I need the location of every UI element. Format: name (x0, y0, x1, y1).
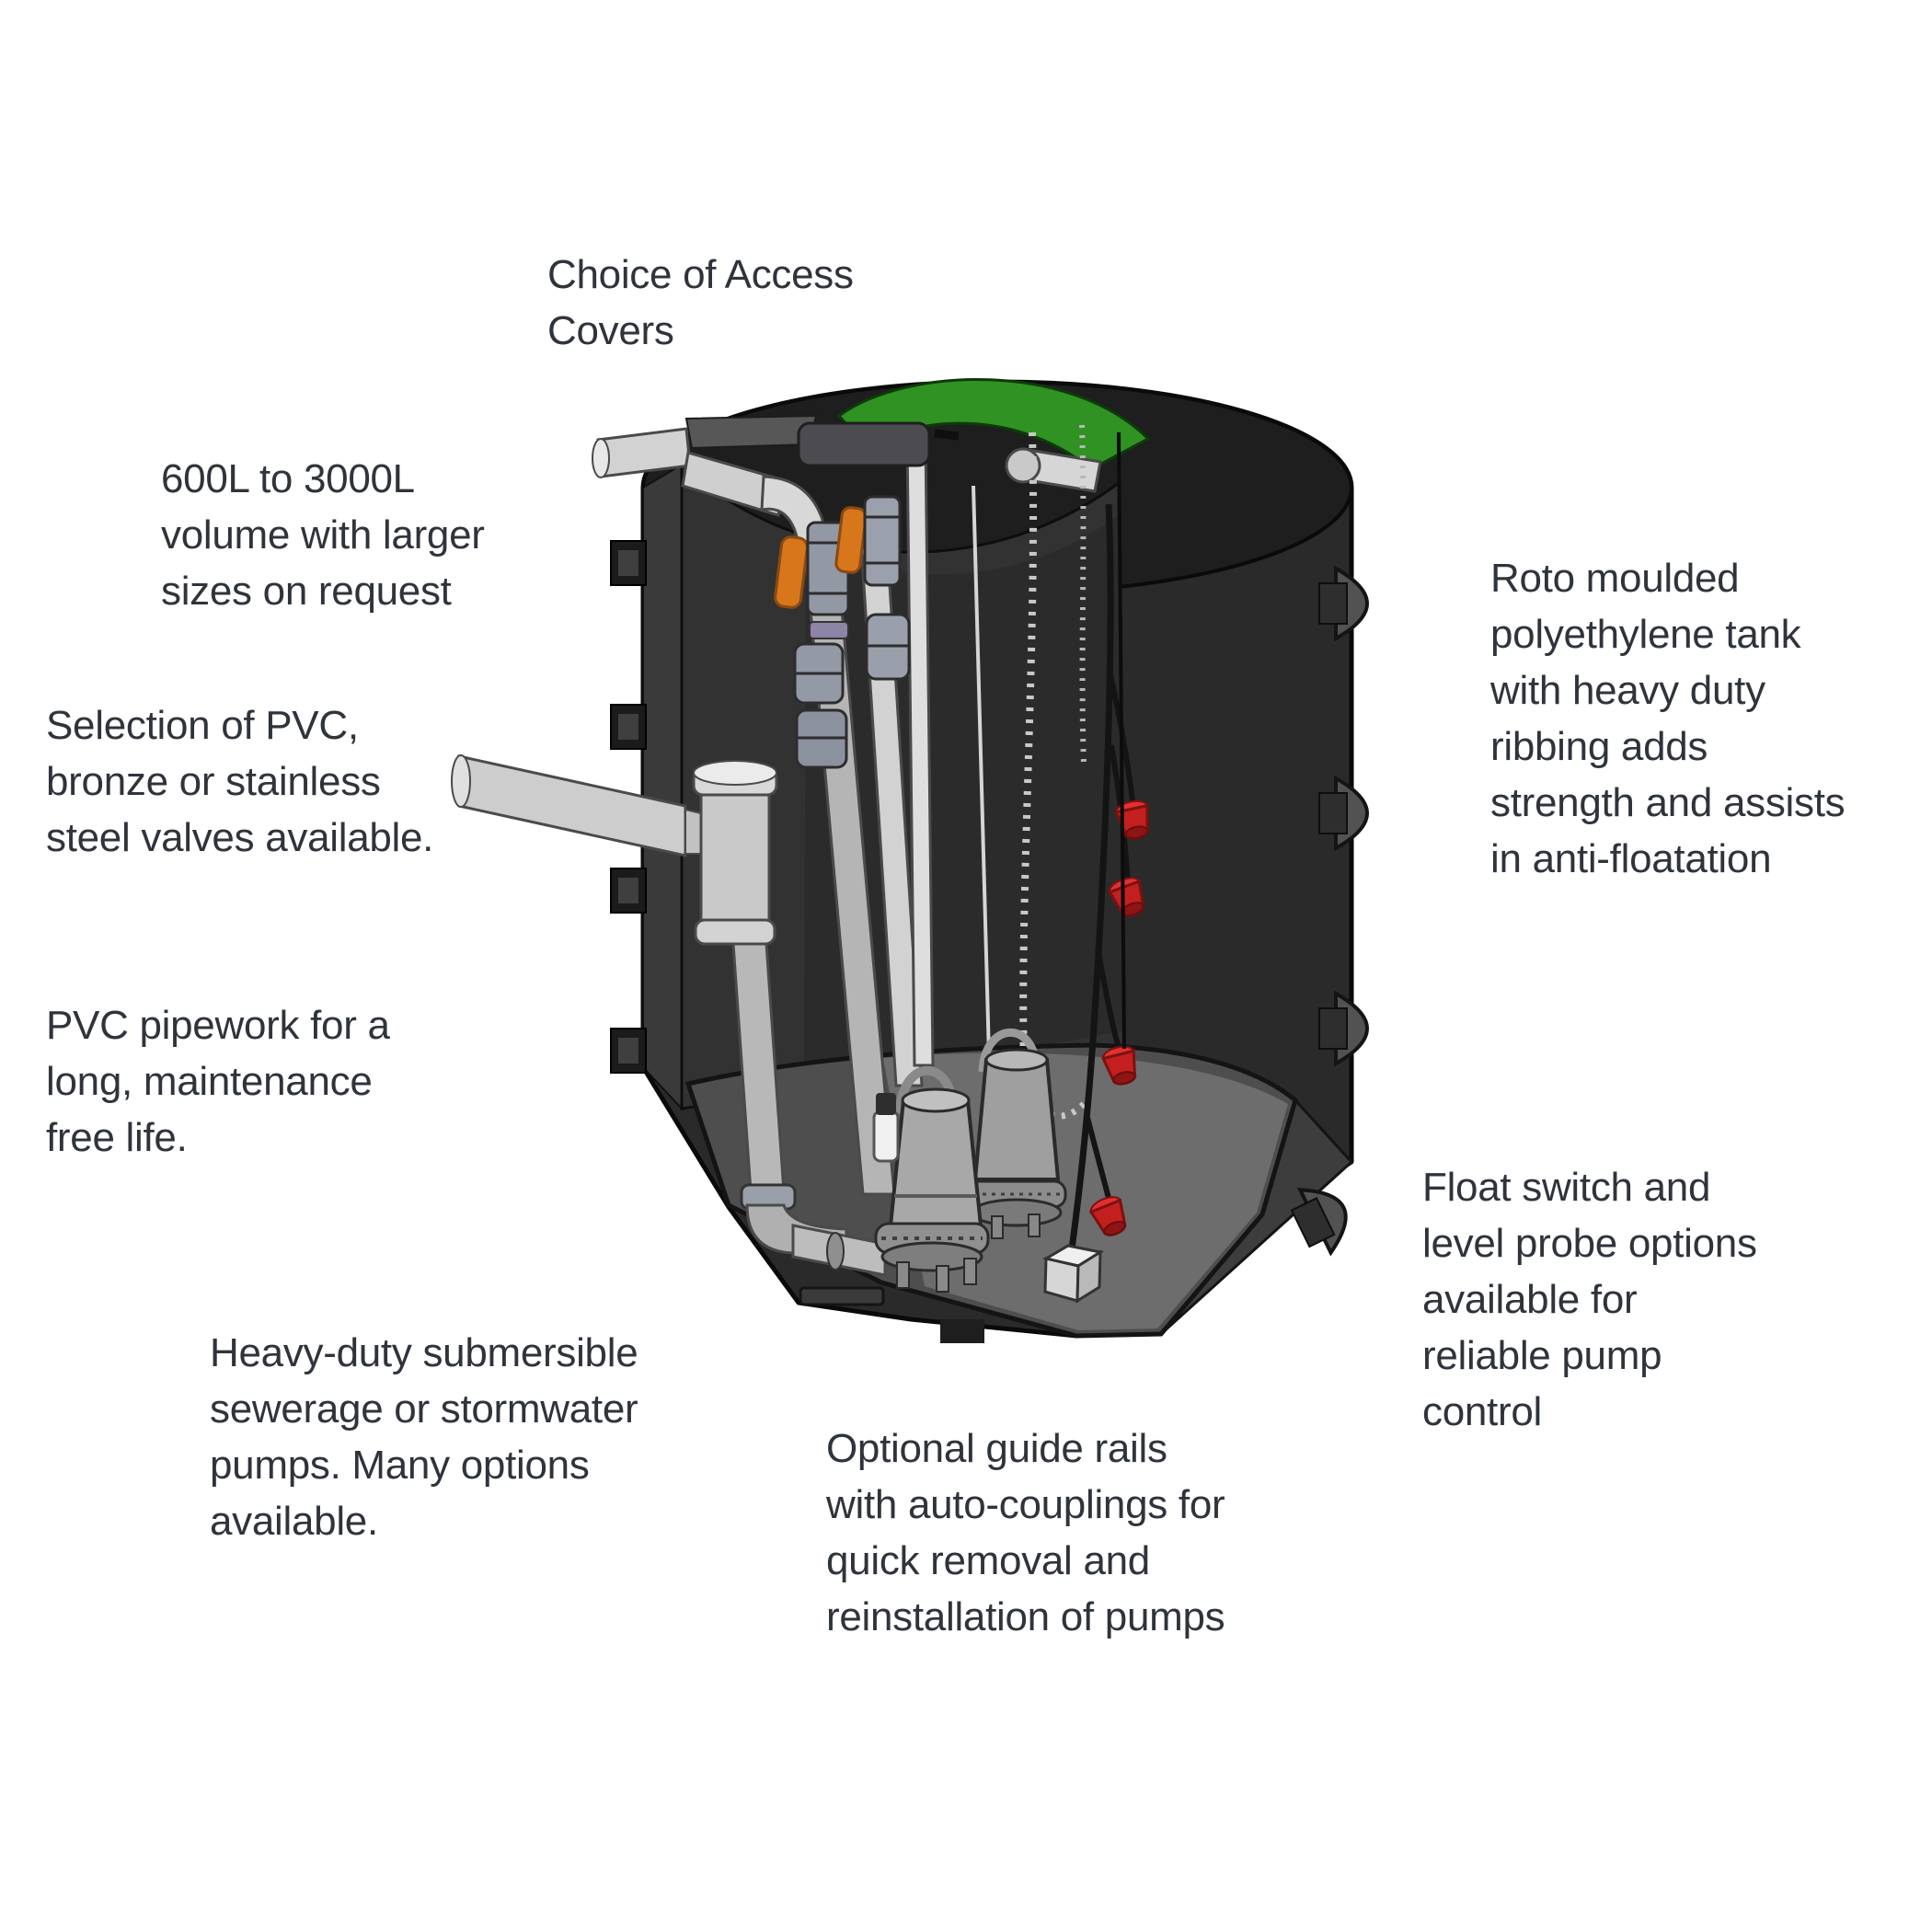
left-wall-cut-face (642, 463, 683, 1111)
valve-handle-a (774, 535, 809, 609)
float-switch-4 (1088, 1196, 1127, 1236)
label-line: Heavy-duty submersible (210, 1330, 638, 1375)
label-line: long, maintenance (46, 1059, 373, 1104)
label-line: Choice of Access (547, 252, 854, 297)
valve-b-flanges (865, 515, 900, 565)
mounting-tab-2 (610, 704, 647, 750)
valve-body-b (863, 495, 902, 587)
label-line: pumps. Many options (210, 1443, 590, 1488)
label-line: Selection of PVC, (46, 703, 359, 748)
inlet-wall-connector (684, 808, 702, 855)
label-float-switch: Float switch and level probe options ava… (1422, 1159, 1757, 1440)
label-line: Covers (547, 308, 674, 353)
rim-cut-edge (684, 414, 818, 450)
vent-pipe-connector (681, 451, 786, 517)
inlet-tee-mouth (693, 760, 777, 786)
label-line: available. (210, 1499, 378, 1544)
anti-floatation-rib-1 (1318, 565, 1369, 642)
label-line: sewerage or stormwater (210, 1386, 638, 1432)
tank-foot (940, 1319, 984, 1343)
float-cable-1 (1107, 671, 1136, 809)
submersible-pump-2 (966, 1028, 1067, 1239)
lid-handle (934, 429, 960, 441)
label-line: Roto moulded (1490, 556, 1740, 601)
float-switch-1 (1114, 799, 1149, 840)
label-line: in anti-floatation (1490, 836, 1772, 881)
cutaway-right-edge (1117, 431, 1126, 1050)
sensor-cap (876, 1093, 896, 1115)
sensor-cylinder (872, 1110, 900, 1163)
label-access-covers: Choice of Access Covers (547, 247, 854, 359)
label-line: strength and assists (1490, 780, 1846, 825)
label-line: available for (1422, 1277, 1638, 1322)
label-guide-rails: Optional guide rails with auto-couplings… (826, 1420, 1225, 1645)
label-line: reinstallation of pumps (826, 1594, 1225, 1639)
label-line: reliable pump (1422, 1333, 1662, 1378)
valve-handle-b (834, 506, 868, 574)
valve-a-ring (809, 621, 849, 639)
label-line: polyethylene tank (1490, 612, 1801, 657)
backwall-pipe-elbow (1005, 447, 1041, 484)
inlet-tee-body (699, 776, 771, 945)
label-line: Float switch and (1422, 1165, 1711, 1210)
label-line: control (1422, 1389, 1542, 1434)
label-line: with auto-couplings for (826, 1482, 1225, 1527)
vent-pipe-end (592, 438, 610, 478)
label-line: with heavy duty (1490, 668, 1765, 713)
submersible-pump-1 (874, 1065, 990, 1293)
label-line: PVC pipework for a (46, 1003, 390, 1048)
label-line: quick removal and (826, 1538, 1150, 1583)
label-pipework: PVC pipework for a long, maintenance fre… (46, 997, 390, 1166)
anti-floatation-rib-3 (1318, 990, 1369, 1067)
bottom-pipe-flange (826, 1232, 845, 1271)
label-line: free life. (46, 1115, 188, 1160)
inlet-tee-bottom-collar (694, 918, 776, 946)
label-line: level probe options (1422, 1221, 1757, 1266)
label-line: volume with larger (161, 512, 485, 558)
top-manifold (797, 421, 931, 467)
label-line: ribbing adds (1490, 724, 1708, 769)
level-probe-box (1041, 1244, 1104, 1304)
float-switch-3 (1100, 1045, 1137, 1086)
label-line: sizes on request (161, 569, 452, 614)
mounting-tab-3 (610, 868, 647, 914)
union-bands (795, 644, 909, 740)
pump-base-plate (799, 1286, 885, 1306)
label-valves: Selection of PVC, bronze or stainless st… (46, 697, 433, 866)
label-pumps: Heavy-duty submersible sewerage or storm… (210, 1325, 638, 1549)
label-tank: Roto moulded polyethylene tank with heav… (1490, 550, 1846, 887)
level-probe-cable (1068, 503, 1114, 1250)
label-volume: 600L to 3000L volume with larger sizes o… (161, 451, 485, 619)
label-line: bronze or stainless (46, 759, 381, 804)
inlet-pipe-end (451, 754, 471, 808)
anti-floatation-rib-2 (1318, 775, 1369, 852)
anti-floatation-rib-4 (1290, 1188, 1348, 1257)
mounting-tab-4 (610, 1028, 647, 1074)
label-line: Optional guide rails (826, 1426, 1167, 1471)
label-line: steel valves available. (46, 815, 434, 860)
label-line: 600L to 3000L (161, 456, 415, 501)
mounting-tab-1 (610, 540, 647, 586)
